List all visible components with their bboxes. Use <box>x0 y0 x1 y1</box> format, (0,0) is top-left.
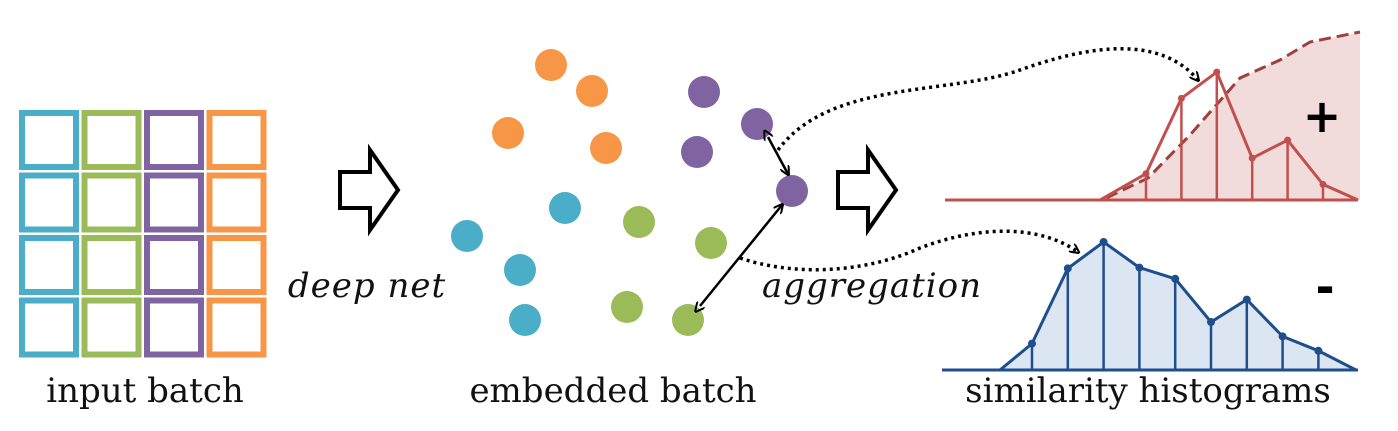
block-arrow-deep-net <box>338 143 401 237</box>
positive-histogram-point <box>1319 180 1327 188</box>
embedded-point-green <box>672 304 704 336</box>
embedded-point-purple <box>741 108 773 140</box>
positive-histogram: + <box>945 30 1361 202</box>
similarity-histograms-label: similarity histograms <box>965 371 1331 411</box>
positive-histogram-shaded-area <box>1102 32 1360 200</box>
input-cell-teal <box>19 110 79 170</box>
input-cell-orange <box>206 297 267 358</box>
negative-histogram-point <box>1099 238 1108 246</box>
minus-sign: - <box>1315 260 1334 314</box>
embedded-point-green <box>695 227 727 259</box>
input-cell-orange <box>206 172 267 233</box>
negative-histogram-point <box>1278 332 1287 341</box>
input-cell-purple <box>144 110 204 170</box>
embedded-point-green <box>623 206 655 238</box>
plus-sign: + <box>1303 89 1342 143</box>
aggregation-label: aggregation <box>762 266 982 306</box>
positive-histogram-dashed-line <box>945 30 1361 202</box>
dotted-arrow-to-negative-histogram <box>739 229 1078 272</box>
input-cell-purple <box>144 297 204 358</box>
input-cell-orange <box>206 235 267 295</box>
input-cell-teal <box>19 235 79 295</box>
distance-arrow-negative-pair <box>700 205 782 306</box>
embedded-point-teal <box>451 220 483 252</box>
positive-histogram-line <box>1099 69 1359 202</box>
dotted-arrow-to-positive-histogram <box>776 47 1198 152</box>
embedded-points <box>451 49 808 336</box>
negative-histogram-point <box>1028 339 1036 348</box>
negative-histogram: - <box>942 238 1358 372</box>
negative-histogram-point <box>1063 264 1072 273</box>
negative-histogram-point <box>1135 263 1144 272</box>
positive-histogram-point <box>1213 68 1221 76</box>
negative-histogram-shaded-area <box>1000 242 1356 370</box>
positive-histogram-point <box>1142 170 1150 178</box>
deep-net-label: deep net <box>288 266 446 306</box>
embedded-point-purple <box>681 136 713 168</box>
negative-histogram-point <box>1242 295 1251 304</box>
embedded-point-orange <box>492 117 524 149</box>
embedded-point-teal <box>509 304 541 336</box>
input-batch-label: input batch <box>46 371 244 411</box>
input-batch-grid <box>19 110 267 358</box>
negative-histogram-point <box>1171 274 1180 283</box>
input-cell-orange <box>206 110 267 170</box>
block-arrow-aggregation <box>836 143 899 237</box>
positive-histogram-point <box>1248 154 1256 162</box>
embedded-point-purple <box>776 175 808 207</box>
distance-arrow-positive-pair <box>768 137 788 174</box>
negative-histogram-point <box>1207 318 1215 326</box>
positive-histogram-point <box>1177 94 1185 102</box>
embedded-point-teal <box>504 254 536 286</box>
input-cell-green <box>81 235 142 295</box>
embedded-batch-label: embedded batch <box>469 371 756 411</box>
input-cell-teal <box>19 172 79 233</box>
input-cell-green <box>81 110 142 170</box>
input-cell-green <box>81 172 142 233</box>
embedded-point-purple <box>688 76 720 108</box>
positive-histogram-point <box>1284 136 1292 144</box>
embedded-point-orange <box>576 75 608 107</box>
embedded-point-orange <box>535 49 567 81</box>
embedded-point-green <box>611 291 643 323</box>
input-cell-purple <box>144 235 204 295</box>
embedded-point-orange <box>590 132 622 164</box>
input-cell-teal <box>19 297 79 358</box>
negative-histogram-point <box>1314 346 1323 355</box>
embedded-point-teal <box>549 192 581 224</box>
input-cell-purple <box>144 172 204 233</box>
input-cell-green <box>81 297 142 358</box>
